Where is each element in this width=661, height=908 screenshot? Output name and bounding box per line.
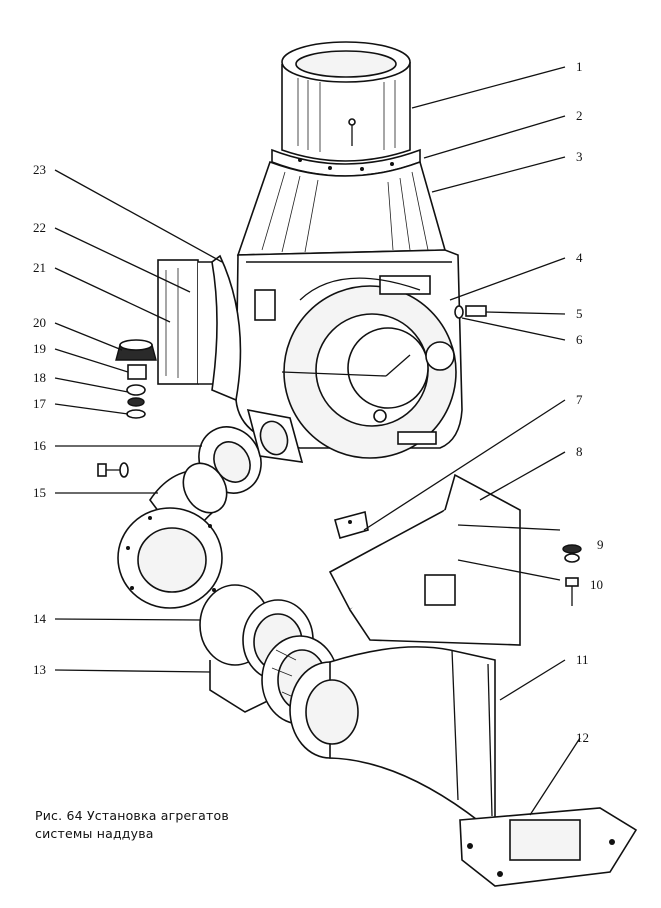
figure-caption-line-1: Рис. 64 Установка агрегатов <box>35 808 229 823</box>
callout-1: 1 <box>576 59 583 74</box>
parts-5-6-screw <box>454 305 487 319</box>
parts-7-8-bracket <box>328 473 521 646</box>
callout-3: 3 <box>576 149 583 164</box>
callout-11: 11 <box>576 652 589 667</box>
part-3-conical-adapter <box>236 160 447 256</box>
callout-8: 8 <box>576 444 583 459</box>
part-12-bottom-bracket <box>459 807 638 887</box>
parts-9-10-fasteners <box>457 524 582 606</box>
callout-23: 23 <box>33 162 46 177</box>
callout-21: 21 <box>33 260 46 275</box>
part-1-outlet-pipe <box>281 41 411 162</box>
part-15-elbow <box>97 462 228 609</box>
callout-6: 6 <box>576 332 583 347</box>
callout-9: 9 <box>597 537 604 552</box>
callout-7: 7 <box>576 392 583 407</box>
callout-13: 13 <box>33 662 46 677</box>
leader-lines <box>54 66 581 816</box>
turbocharger-housing <box>235 249 463 459</box>
exhaust-flange <box>246 408 304 463</box>
callout-10: 10 <box>590 577 603 592</box>
callout-labels: 1 2 3 4 5 6 7 8 9 10 11 12 13 14 15 16 1… <box>33 59 604 745</box>
left-inlet-duct <box>157 254 242 402</box>
callout-20: 20 <box>33 315 46 330</box>
callout-14: 14 <box>33 611 47 626</box>
callout-22: 22 <box>33 220 46 235</box>
callout-15: 15 <box>33 485 46 500</box>
callout-2: 2 <box>576 108 583 123</box>
callout-4: 4 <box>576 250 583 265</box>
callout-12: 12 <box>576 730 589 745</box>
callout-18: 18 <box>33 370 46 385</box>
parts-17-20-fitting <box>115 339 157 419</box>
part-11-large-elbow <box>289 646 496 823</box>
figure-caption-line-2: системы наддува <box>35 826 154 841</box>
callout-16: 16 <box>33 438 47 453</box>
callout-19: 19 <box>33 341 46 356</box>
callout-5: 5 <box>576 306 583 321</box>
callout-17: 17 <box>33 396 47 411</box>
